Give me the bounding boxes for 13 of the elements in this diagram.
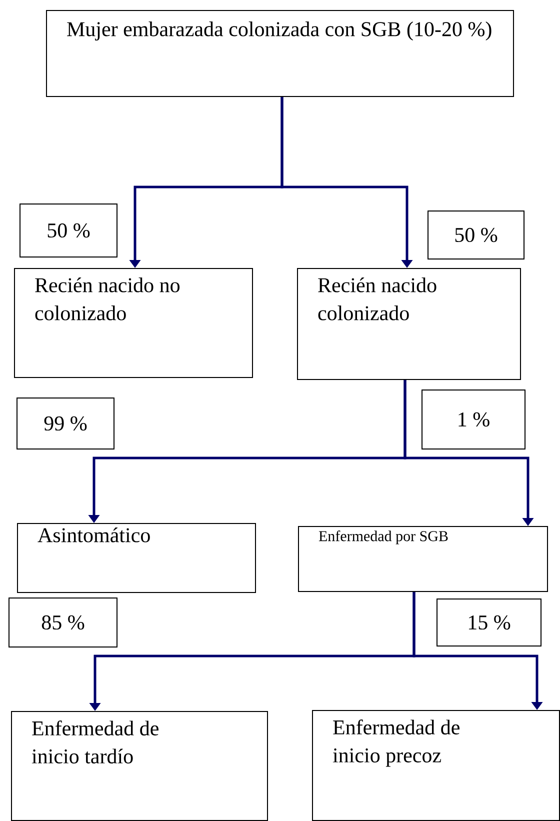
process-box: Mujer embarazada colonizada con SGB (10-20 %) [46,10,514,97]
percentage-box: 99 % [16,398,114,450]
percentage-box: 50 % [428,210,524,260]
process-box: Recién nacido no colonizado [14,268,253,378]
process-box: Asintomático [17,523,256,593]
process-box: Recién nacido colonizado [297,268,521,380]
percentage-box: 15 % [436,598,542,646]
percentage-box: 50 % [20,204,118,258]
process-box: Enfermedad de inicio tardío [11,711,268,821]
percentage-box: 85 % [8,598,118,648]
percentage-box: 1 % [422,390,526,450]
process-box: Enfermedad de inicio precoz [312,710,560,821]
process-box: Enfermedad por SGB [298,526,548,592]
